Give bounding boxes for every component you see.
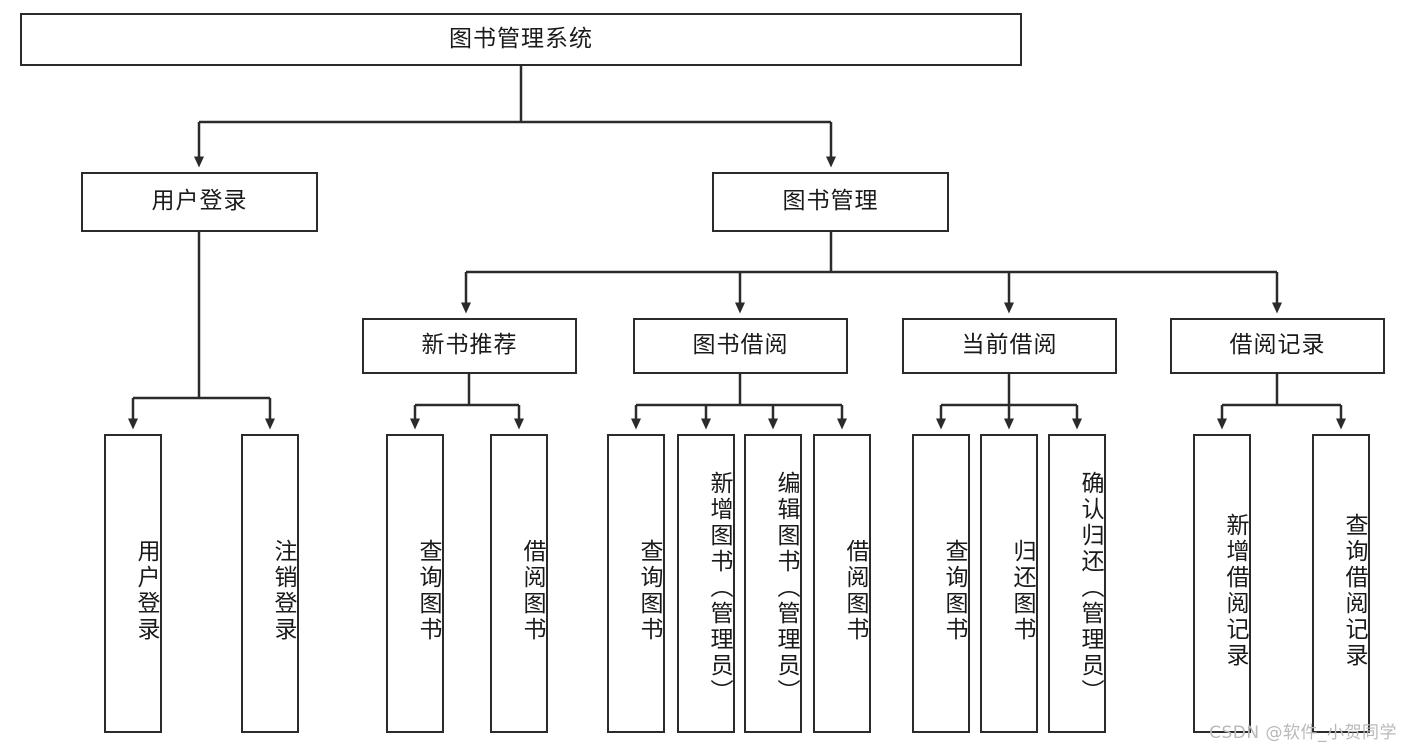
node-label: 借阅图书: [519, 538, 545, 643]
node-label: 当前借阅: [961, 332, 1058, 359]
leaf-borrow-query-book[interactable]: 查询图书: [607, 434, 665, 733]
leaf-current-query-book[interactable]: 查询图书: [912, 434, 970, 733]
leaf-user-login-login[interactable]: 用户登录: [104, 434, 162, 733]
leaf-borrow-add-book-admin[interactable]: 新增图书（管理员）: [677, 434, 735, 733]
node-new-book-recommend[interactable]: 新书推荐: [362, 318, 577, 374]
leaf-current-return-book[interactable]: 归还图书: [980, 434, 1038, 733]
watermark-text: CSDN @软件_小贺同学: [1209, 723, 1397, 743]
node-label: 注销登录: [270, 538, 296, 643]
node-label: 借阅记录: [1229, 332, 1326, 359]
leaf-borrow-edit-book-admin[interactable]: 编辑图书（管理员）: [744, 434, 802, 733]
node-label: 确认归还（管理员）: [1077, 470, 1103, 705]
node-label: 查询图书: [415, 538, 441, 643]
node-root-system[interactable]: 图书管理系统: [20, 13, 1022, 66]
node-book-management[interactable]: 图书管理: [712, 172, 949, 232]
leaf-new-book-query[interactable]: 查询图书: [386, 434, 444, 733]
leaf-new-book-borrow[interactable]: 借阅图书: [490, 434, 548, 733]
node-label: 新书推荐: [421, 332, 518, 359]
node-label: 用户登录: [151, 188, 248, 215]
node-user-login[interactable]: 用户登录: [81, 172, 318, 232]
node-label: 用户登录: [133, 538, 159, 643]
leaf-borrow-borrow-book[interactable]: 借阅图书: [813, 434, 871, 733]
node-label: 编辑图书（管理员）: [773, 470, 799, 705]
node-label: 查询借阅记录: [1341, 512, 1367, 669]
node-label: 新增图书（管理员）: [706, 470, 732, 705]
node-label: 图书借阅: [692, 332, 789, 359]
node-book-borrow[interactable]: 图书借阅: [633, 318, 848, 374]
node-label: 图书管理: [782, 188, 879, 215]
leaf-record-query-record[interactable]: 查询借阅记录: [1312, 434, 1370, 733]
node-borrow-record[interactable]: 借阅记录: [1170, 318, 1385, 374]
leaf-record-add-record[interactable]: 新增借阅记录: [1193, 434, 1251, 733]
leaf-user-login-logout[interactable]: 注销登录: [241, 434, 299, 733]
node-label: 借阅图书: [842, 538, 868, 643]
node-label: 查询图书: [636, 538, 662, 643]
node-label: 图书管理系统: [449, 25, 593, 52]
node-label: 新增借阅记录: [1222, 512, 1248, 669]
node-label: 查询图书: [941, 538, 967, 643]
node-current-borrow[interactable]: 当前借阅: [902, 318, 1117, 374]
node-label: 归还图书: [1009, 538, 1035, 643]
leaf-current-confirm-return-admin[interactable]: 确认归还（管理员）: [1048, 434, 1106, 733]
